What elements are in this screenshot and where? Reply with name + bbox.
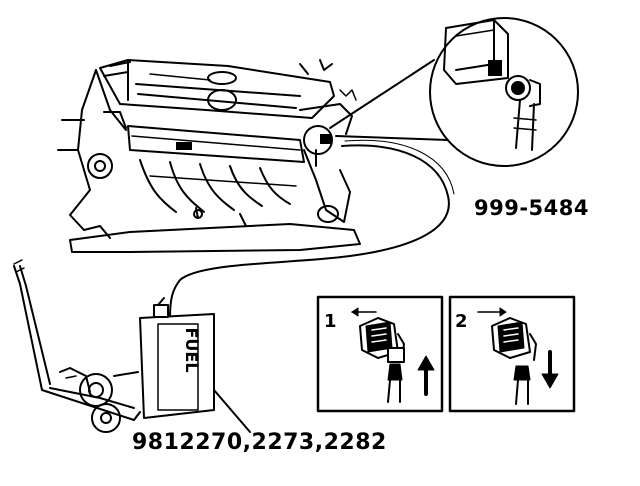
- step2-number: 2: [455, 311, 469, 332]
- part-numbers-label: 9812270,2273,2282: [132, 430, 387, 455]
- fuel-can-label: FUEL: [182, 327, 201, 372]
- step2-inset: [448, 295, 576, 413]
- trolley: [13, 259, 141, 433]
- tool-number-label: 999-5484: [474, 196, 589, 220]
- step1-inset: [316, 295, 444, 413]
- engine-illustration: [57, 59, 361, 253]
- part-number-leader: [213, 389, 251, 433]
- fuel-can: [139, 297, 215, 419]
- pressure-gauge-hose: [169, 144, 450, 319]
- detail-callout: [329, 17, 579, 167]
- step1-number: 1: [324, 311, 338, 332]
